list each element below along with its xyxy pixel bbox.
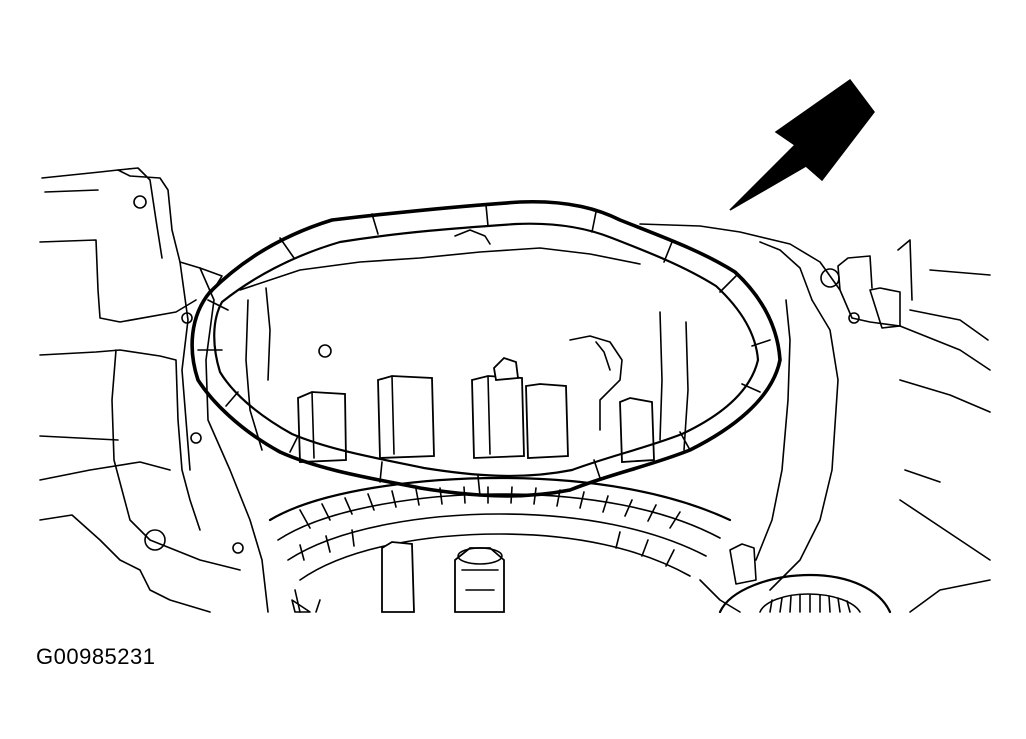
oil-pan-gasket	[190, 199, 782, 498]
figure-code-label: G00985231	[36, 644, 156, 669]
center-shaft	[381, 541, 505, 613]
case-housing	[39, 167, 269, 613]
arrow-pointer-icon	[729, 78, 875, 211]
clutch-lugs	[297, 356, 655, 463]
clutch-drum	[268, 476, 732, 613]
inner-chamber	[239, 229, 689, 451]
case-right-section	[639, 223, 991, 591]
lower-bearing	[699, 543, 991, 614]
